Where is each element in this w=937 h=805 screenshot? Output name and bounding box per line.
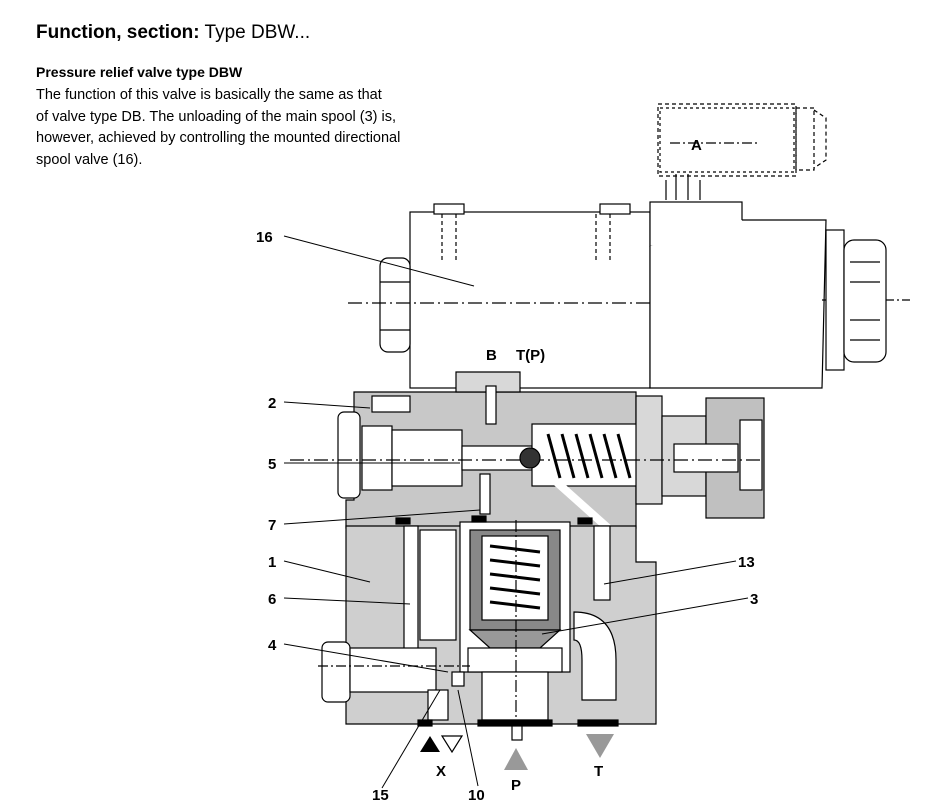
port-t-label: T (594, 763, 603, 780)
callout-2: 2 (268, 395, 276, 412)
description-line: The function of this valve is basically … (36, 87, 382, 103)
callout-4: 4 (268, 637, 277, 654)
heading-regular: Type DBW... (199, 22, 311, 43)
port-b-label: B (486, 347, 497, 364)
main-body-1 (318, 515, 657, 741)
description-line: spool valve (16). (36, 151, 143, 168)
callout-7: 7 (268, 517, 276, 534)
port-a-label: A (691, 137, 702, 154)
description-line: however, achieved by controlling the mou… (36, 130, 401, 146)
port-x-label: X (436, 763, 446, 780)
directional-valve-16 (348, 201, 910, 389)
heading-bold: Function, section: (36, 22, 200, 43)
pilot-body-2 (290, 371, 765, 531)
callout-3: 3 (750, 591, 758, 608)
callout-6: 6 (268, 591, 276, 608)
port-p-label: P (511, 777, 521, 794)
callout-1: 1 (268, 554, 276, 571)
callout-5: 5 (268, 456, 276, 473)
callout-15: 15 (372, 787, 389, 804)
description-text: The function of this valve is basically … (36, 85, 476, 171)
port-triangles (420, 734, 614, 770)
page-heading: Function, section: Type DBW... (36, 22, 310, 44)
callout-16: 16 (256, 229, 273, 246)
callout-13: 13 (738, 554, 755, 571)
leader-lines (283, 235, 749, 789)
port-tp-label: T(P) (516, 347, 545, 364)
description-line: of valve type DB. The unloading of the m… (36, 108, 397, 125)
callout-10: 10 (468, 787, 485, 804)
solenoid-a-outline (657, 103, 827, 200)
section-subtitle: Pressure relief valve type DBW (36, 64, 243, 80)
